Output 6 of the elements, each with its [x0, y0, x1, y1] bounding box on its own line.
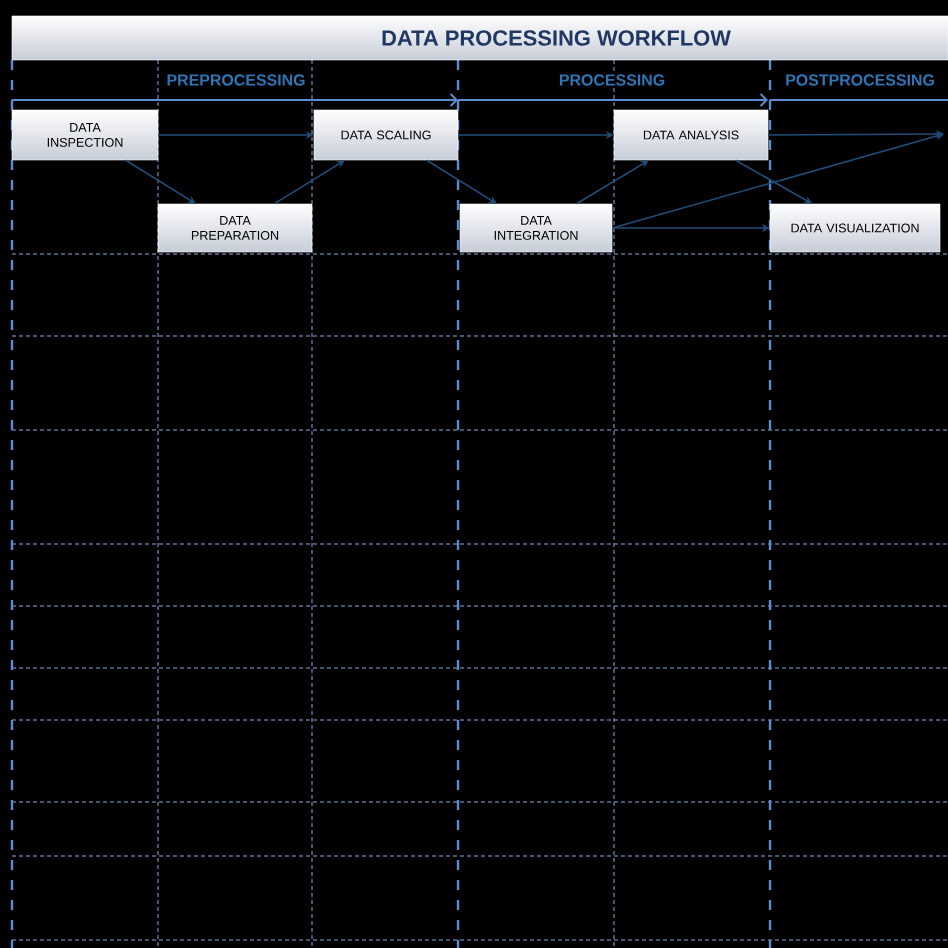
arrow	[575, 160, 649, 205]
arrow	[426, 159, 497, 204]
arrow	[611, 132, 944, 229]
arrow	[125, 159, 196, 204]
title-banner: DATA PROCESSING WORKFLOW	[11, 15, 948, 61]
arrow	[273, 160, 345, 205]
